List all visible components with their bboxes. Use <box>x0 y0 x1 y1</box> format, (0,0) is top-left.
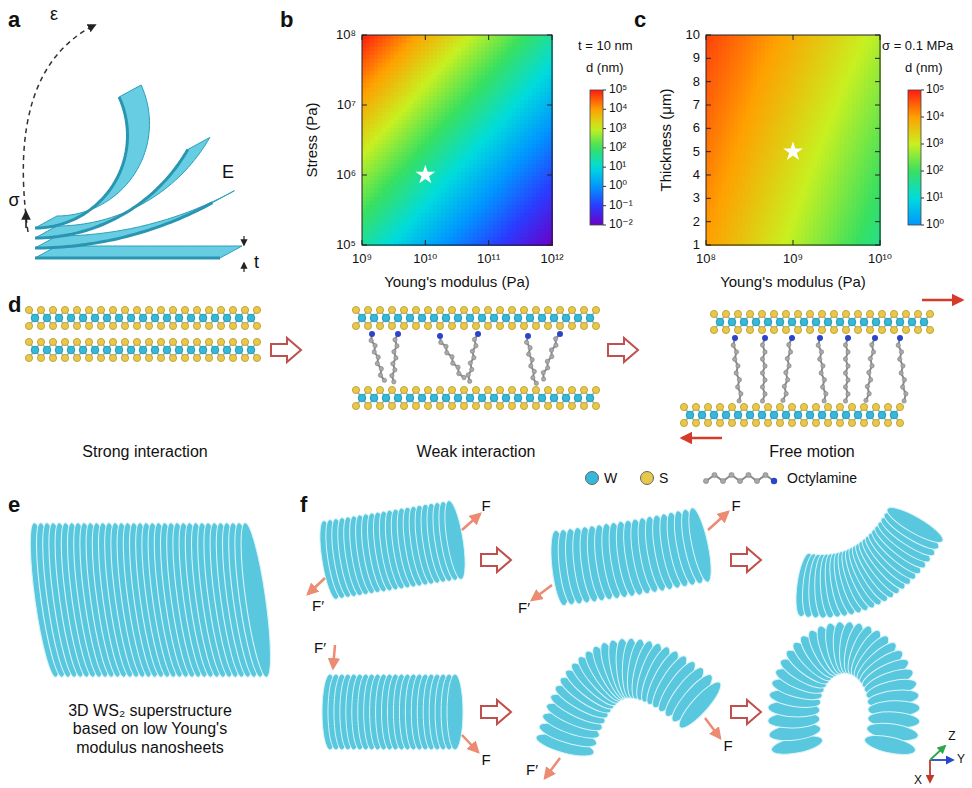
figure: aεσEtbt = 10 nmd (nm)10⁵10⁴10³10²10¹10⁰1… <box>0 0 972 788</box>
